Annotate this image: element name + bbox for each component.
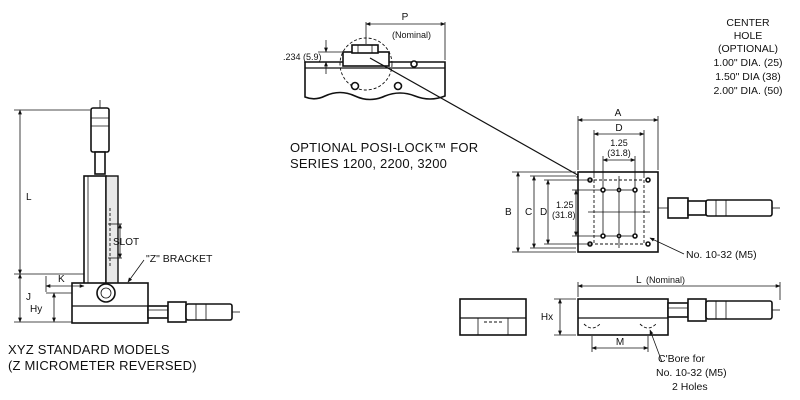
xyz-slot-label: SLOT xyxy=(113,237,139,248)
side-dim-318: (31.8) xyxy=(552,210,576,220)
cbore-line2: No. 10-32 (M5) xyxy=(656,367,727,379)
posilock-caption-line1: OPTIONAL POSI-LOCK™ FOR xyxy=(290,140,478,155)
xyz-caption-line2: (Z MICROMETER REVERSED) xyxy=(8,358,197,373)
top-dim-a: A xyxy=(615,108,622,119)
center-hole-title-2: HOLE xyxy=(734,30,763,42)
posilock-leader xyxy=(369,57,584,179)
side-dim-l: L xyxy=(636,275,642,286)
posilock-stage-body xyxy=(304,61,446,101)
top-hole-callout: No. 10-32 (M5) xyxy=(686,249,757,261)
top-dim-318: (31.8) xyxy=(607,148,631,158)
center-hole-option: 1.50" DIA (38) xyxy=(715,71,781,83)
center-hole-title-1: CENTER xyxy=(726,17,770,29)
stage-top-view: A D 1.25 (31.8) B C D 1.25 (31.8) xyxy=(505,108,780,261)
posilock-block xyxy=(342,51,390,67)
cbore-line3: 2 Holes xyxy=(672,381,708,393)
top-dim-c: C xyxy=(525,207,532,218)
top-dim-d-side: D xyxy=(540,207,547,218)
top-dim-b: B xyxy=(505,207,512,218)
xyz-knob xyxy=(96,283,116,303)
posilock-dim-height: .234 (5.9) xyxy=(283,52,322,62)
posilock-caption-line2: SERIES 1200, 2200, 3200 xyxy=(290,156,447,171)
xyz-bracket-label: "Z" BRACKET xyxy=(146,253,213,265)
center-hole-option: 2.00" DIA. (50) xyxy=(713,85,782,97)
end-view-block xyxy=(459,298,527,336)
side-dim-l-note: (Nominal) xyxy=(646,275,685,285)
xyz-model-view: SLOT "Z" BRACKET L J K Hy XYZ S xyxy=(8,100,240,373)
side-dim-125: 1.25 xyxy=(556,200,574,210)
center-hole-title-3: (OPTIONAL) xyxy=(718,43,778,55)
side-view-block xyxy=(577,298,669,336)
xyz-dim-hy: Hy xyxy=(30,304,42,315)
cbore-line1: C'Bore for xyxy=(658,353,705,365)
stage-side-view: L (Nominal) Hx M C'Bore for No. 10-32 (M… xyxy=(459,275,781,393)
xyz-caption-line1: XYZ STANDARD MODELS xyxy=(8,342,170,357)
side-dim-hx: Hx xyxy=(541,312,553,323)
xyz-dim-l: L xyxy=(26,192,32,203)
xyz-dim-k: K xyxy=(58,274,65,285)
xyz-dim-j: J xyxy=(26,292,31,303)
center-hole-option: 1.00" DIA. (25) xyxy=(713,57,782,69)
posilock-dim-p: P xyxy=(402,12,409,23)
top-dim-d: D xyxy=(615,123,622,134)
side-dim-m: M xyxy=(616,337,624,348)
posilock-dim-p-note: (Nominal) xyxy=(392,30,431,40)
top-dim-125: 1.25 xyxy=(610,138,628,148)
z-bracket-vertical xyxy=(83,175,107,287)
posilock-detail: P (Nominal) .234 (5.9) OPTIONAL POSI-LOC… xyxy=(283,12,584,179)
center-hole-note: CENTER HOLE (OPTIONAL) 1.00" DIA. (25) 1… xyxy=(713,17,782,97)
